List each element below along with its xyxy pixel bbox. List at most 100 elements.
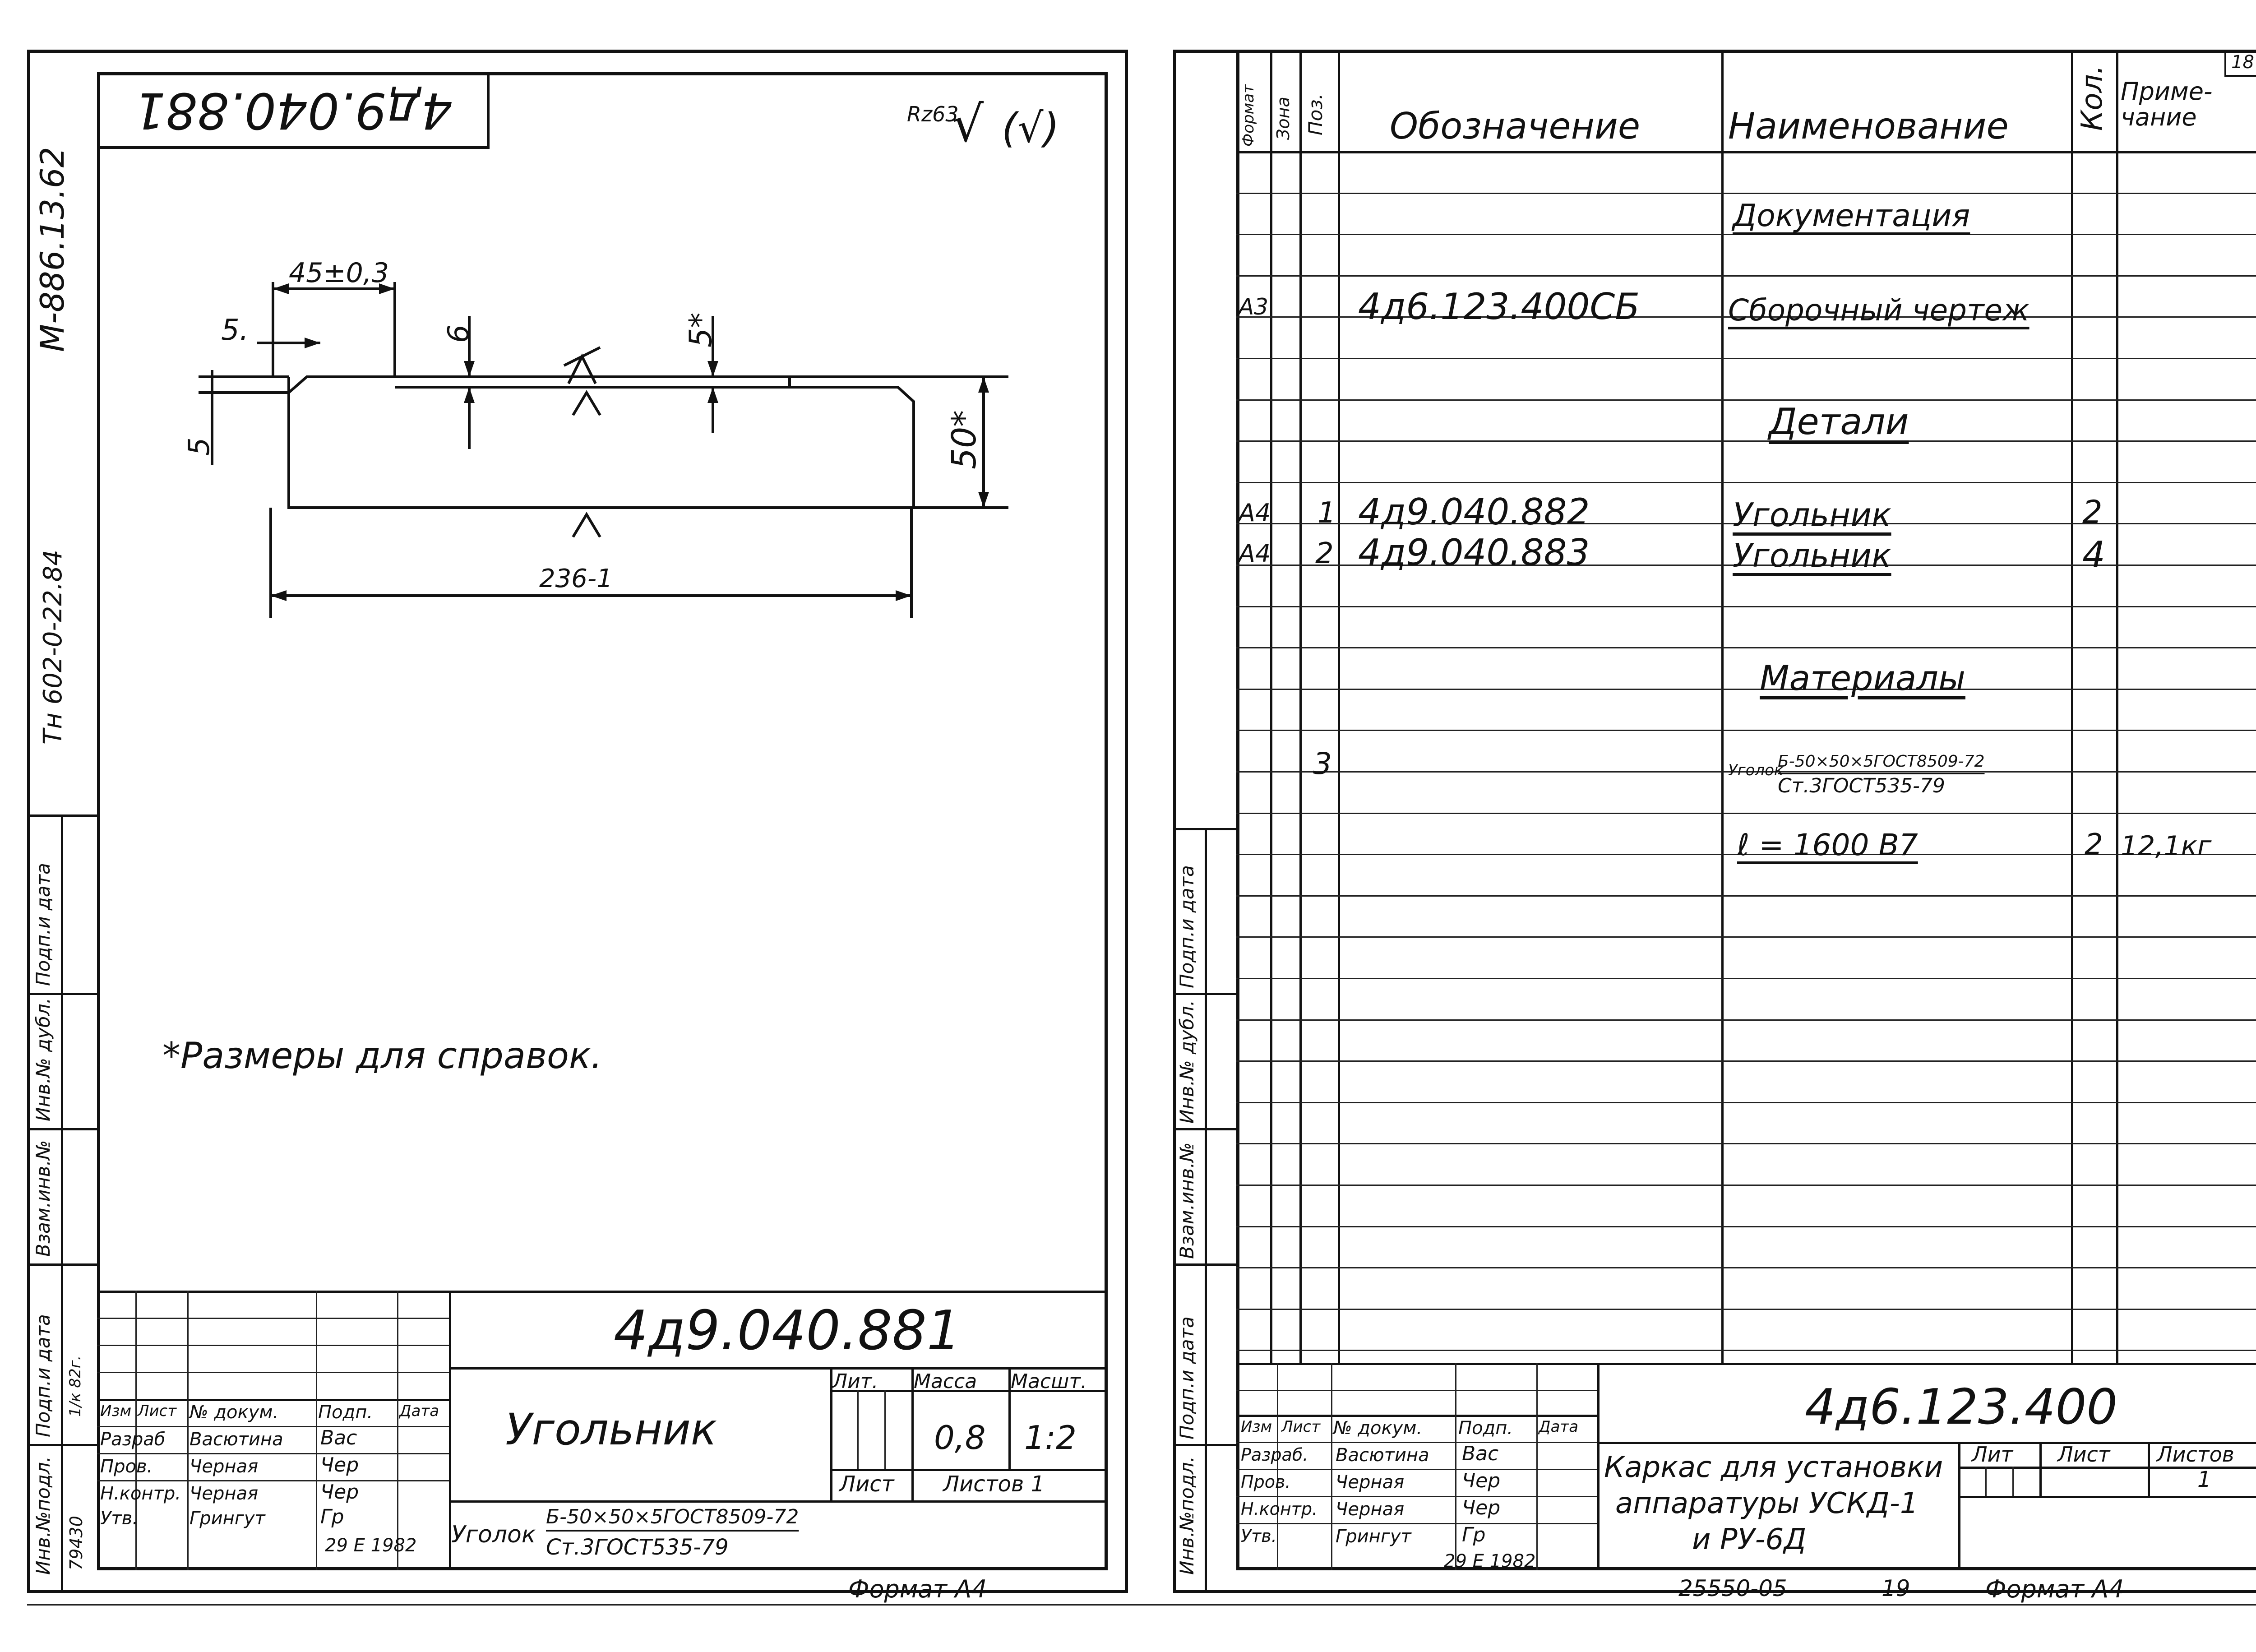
spec-row-line xyxy=(1236,936,2256,938)
r-side-label-sign-date-1: Подп.и дата xyxy=(1176,865,1198,988)
left-hdr-izm: Изм xyxy=(100,1402,132,1420)
right-title-code: 4д6.123.400 xyxy=(1805,1379,2118,1435)
left-hdr-list: Лист xyxy=(138,1402,177,1420)
row-part2-pos: 2 xyxy=(1315,537,1334,570)
page-number-box xyxy=(2224,50,2256,77)
hdr-format: Формат xyxy=(1239,84,1257,147)
r-side-label-inv: Инв.№подл. xyxy=(1176,1456,1198,1575)
right-hdr-doc: № докум. xyxy=(1333,1418,1423,1439)
side-label-sign-date-1: Подп.и дата xyxy=(32,863,54,986)
row-assembly-name: Сборочный чертеж xyxy=(1728,293,2029,328)
right-role-0: Разраб. xyxy=(1241,1445,1308,1465)
spec-row-line xyxy=(1236,978,2256,979)
row-material-prefix: Уголок xyxy=(1728,761,1784,779)
spec-row-line xyxy=(1236,1309,2256,1310)
left-person-1: Черная xyxy=(190,1456,259,1477)
spec-row-line xyxy=(1236,1185,2256,1186)
row-assembly-format: А3 xyxy=(1239,294,1269,320)
row-part1-designation: 4д9.040.882 xyxy=(1358,491,1590,533)
r-side-label-dup: Инв.№ дубл. xyxy=(1176,1000,1198,1124)
spec-row-line xyxy=(1236,399,2256,401)
left-sign-2: Чер xyxy=(320,1481,359,1504)
row-materials-name: Материалы xyxy=(1760,658,1965,698)
row-material-b: Ст.3ГОСТ535-79 xyxy=(1778,774,1945,797)
side-label-replace: Взам.инв.№ xyxy=(32,1140,54,1257)
spec-row-line xyxy=(1236,275,2256,277)
right-sheets-label: Листов xyxy=(2157,1442,2234,1467)
left-role-0: Разраб xyxy=(100,1429,166,1450)
spec-row-line xyxy=(1236,523,2256,524)
left-title-code: 4д9.040.881 xyxy=(614,1300,962,1362)
spec-row-line xyxy=(1236,1350,2256,1351)
hdr-pos: Поз. xyxy=(1304,93,1327,135)
hdr-qty: Кол. xyxy=(2076,65,2109,131)
row-part2-qty: 4 xyxy=(2082,534,2105,576)
left-sheets-label: Листов 1 xyxy=(943,1472,1045,1497)
right-format: Формат А4 xyxy=(1985,1575,2124,1603)
row-assembly-designation: 4д6.123.400СБ xyxy=(1358,286,1640,328)
right-person-1: Черная xyxy=(1336,1472,1405,1493)
spec-row-line xyxy=(1236,565,2256,566)
right-title-name-3: и РУ-6Д xyxy=(1692,1523,1807,1556)
dim-5-star: 5* xyxy=(683,312,719,347)
right-bottom-num: 19 xyxy=(1882,1575,1910,1601)
spec-row-line xyxy=(1236,1226,2256,1227)
spec-row-line xyxy=(1236,1102,2256,1103)
spec-row-line xyxy=(1236,730,2256,731)
roughness-check-icon: √ xyxy=(952,95,984,153)
right-role-2: Н.контр. xyxy=(1241,1499,1318,1519)
spec-row-line xyxy=(1236,358,2256,359)
left-sheet-label: Лист xyxy=(839,1472,894,1497)
hdr-zone: Зона xyxy=(1273,97,1293,140)
right-side-divider xyxy=(1205,828,1207,1593)
left-outer-border xyxy=(27,50,1128,1593)
right-date: 29 Е 1982 xyxy=(1444,1551,1536,1572)
left-material-prefix: Уголок xyxy=(451,1521,536,1548)
right-hdr-sign: Подп. xyxy=(1458,1418,1513,1439)
row-length-note: 12,1кг xyxy=(2121,830,2212,862)
spec-row-line xyxy=(1236,193,2256,194)
left-hdr-date: Дата xyxy=(399,1402,439,1420)
hdr-name: Наименование xyxy=(1728,105,2009,147)
right-sheet-label: Лист xyxy=(2057,1442,2110,1467)
r-side-label-replace: Взам.инв.№ xyxy=(1176,1142,1198,1259)
side-value-inv: 79430 xyxy=(66,1516,86,1570)
dim-50-star: 50* xyxy=(945,410,984,469)
left-role-3: Утв. xyxy=(100,1508,138,1529)
spec-row-line xyxy=(1236,316,2256,318)
left-sign-0: Вас xyxy=(320,1426,357,1449)
hdr-note: Приме-чание xyxy=(2121,77,2213,131)
left-person-0: Васютина xyxy=(190,1429,283,1450)
spec-row-line xyxy=(1236,1267,2256,1268)
spec-row-line xyxy=(1236,440,2256,442)
right-sheets-value: 1 xyxy=(2197,1467,2211,1492)
left-date: 29 Е 1982 xyxy=(325,1535,417,1556)
roughness-value: Rz63 xyxy=(907,102,959,126)
hdr-designation: Обозначение xyxy=(1390,105,1641,147)
right-sign-1: Чер xyxy=(1462,1469,1501,1492)
left-mass-value: 0,8 xyxy=(934,1419,986,1457)
left-scale-value: 1:2 xyxy=(1024,1419,1077,1457)
left-format: Формат А4 xyxy=(848,1575,987,1603)
row-length-name: ℓ = 1600 В7 xyxy=(1737,828,1918,862)
right-inner-border xyxy=(1236,50,2256,1570)
part-drawing xyxy=(199,282,1008,618)
spec-row-line xyxy=(1236,771,2256,773)
right-hdr-izm: Изм xyxy=(1241,1418,1272,1436)
right-bottom-code: 25550-05 xyxy=(1678,1575,1787,1601)
left-side-divider xyxy=(61,814,63,1593)
page-number: 18 xyxy=(2231,52,2254,73)
left-mass-label: Масса xyxy=(914,1370,977,1393)
row-material-pos: 3 xyxy=(1313,746,1332,781)
spec-row-line xyxy=(1236,482,2256,483)
right-person-0: Васютина xyxy=(1336,1445,1429,1466)
left-inner-border xyxy=(97,72,1108,1570)
spec-row-line xyxy=(1236,1143,2256,1144)
right-role-3: Утв. xyxy=(1241,1526,1277,1546)
row-part2-name: Угольник xyxy=(1733,537,1891,574)
right-title-name-1: Каркас для установки xyxy=(1604,1451,1943,1484)
row-details-name: Детали xyxy=(1769,401,1909,443)
r-side-label-sign-date-2: Подп.и дата xyxy=(1176,1316,1198,1439)
left-role-2: Н.контр. xyxy=(100,1483,181,1504)
spec-row-line xyxy=(1236,1060,2256,1062)
